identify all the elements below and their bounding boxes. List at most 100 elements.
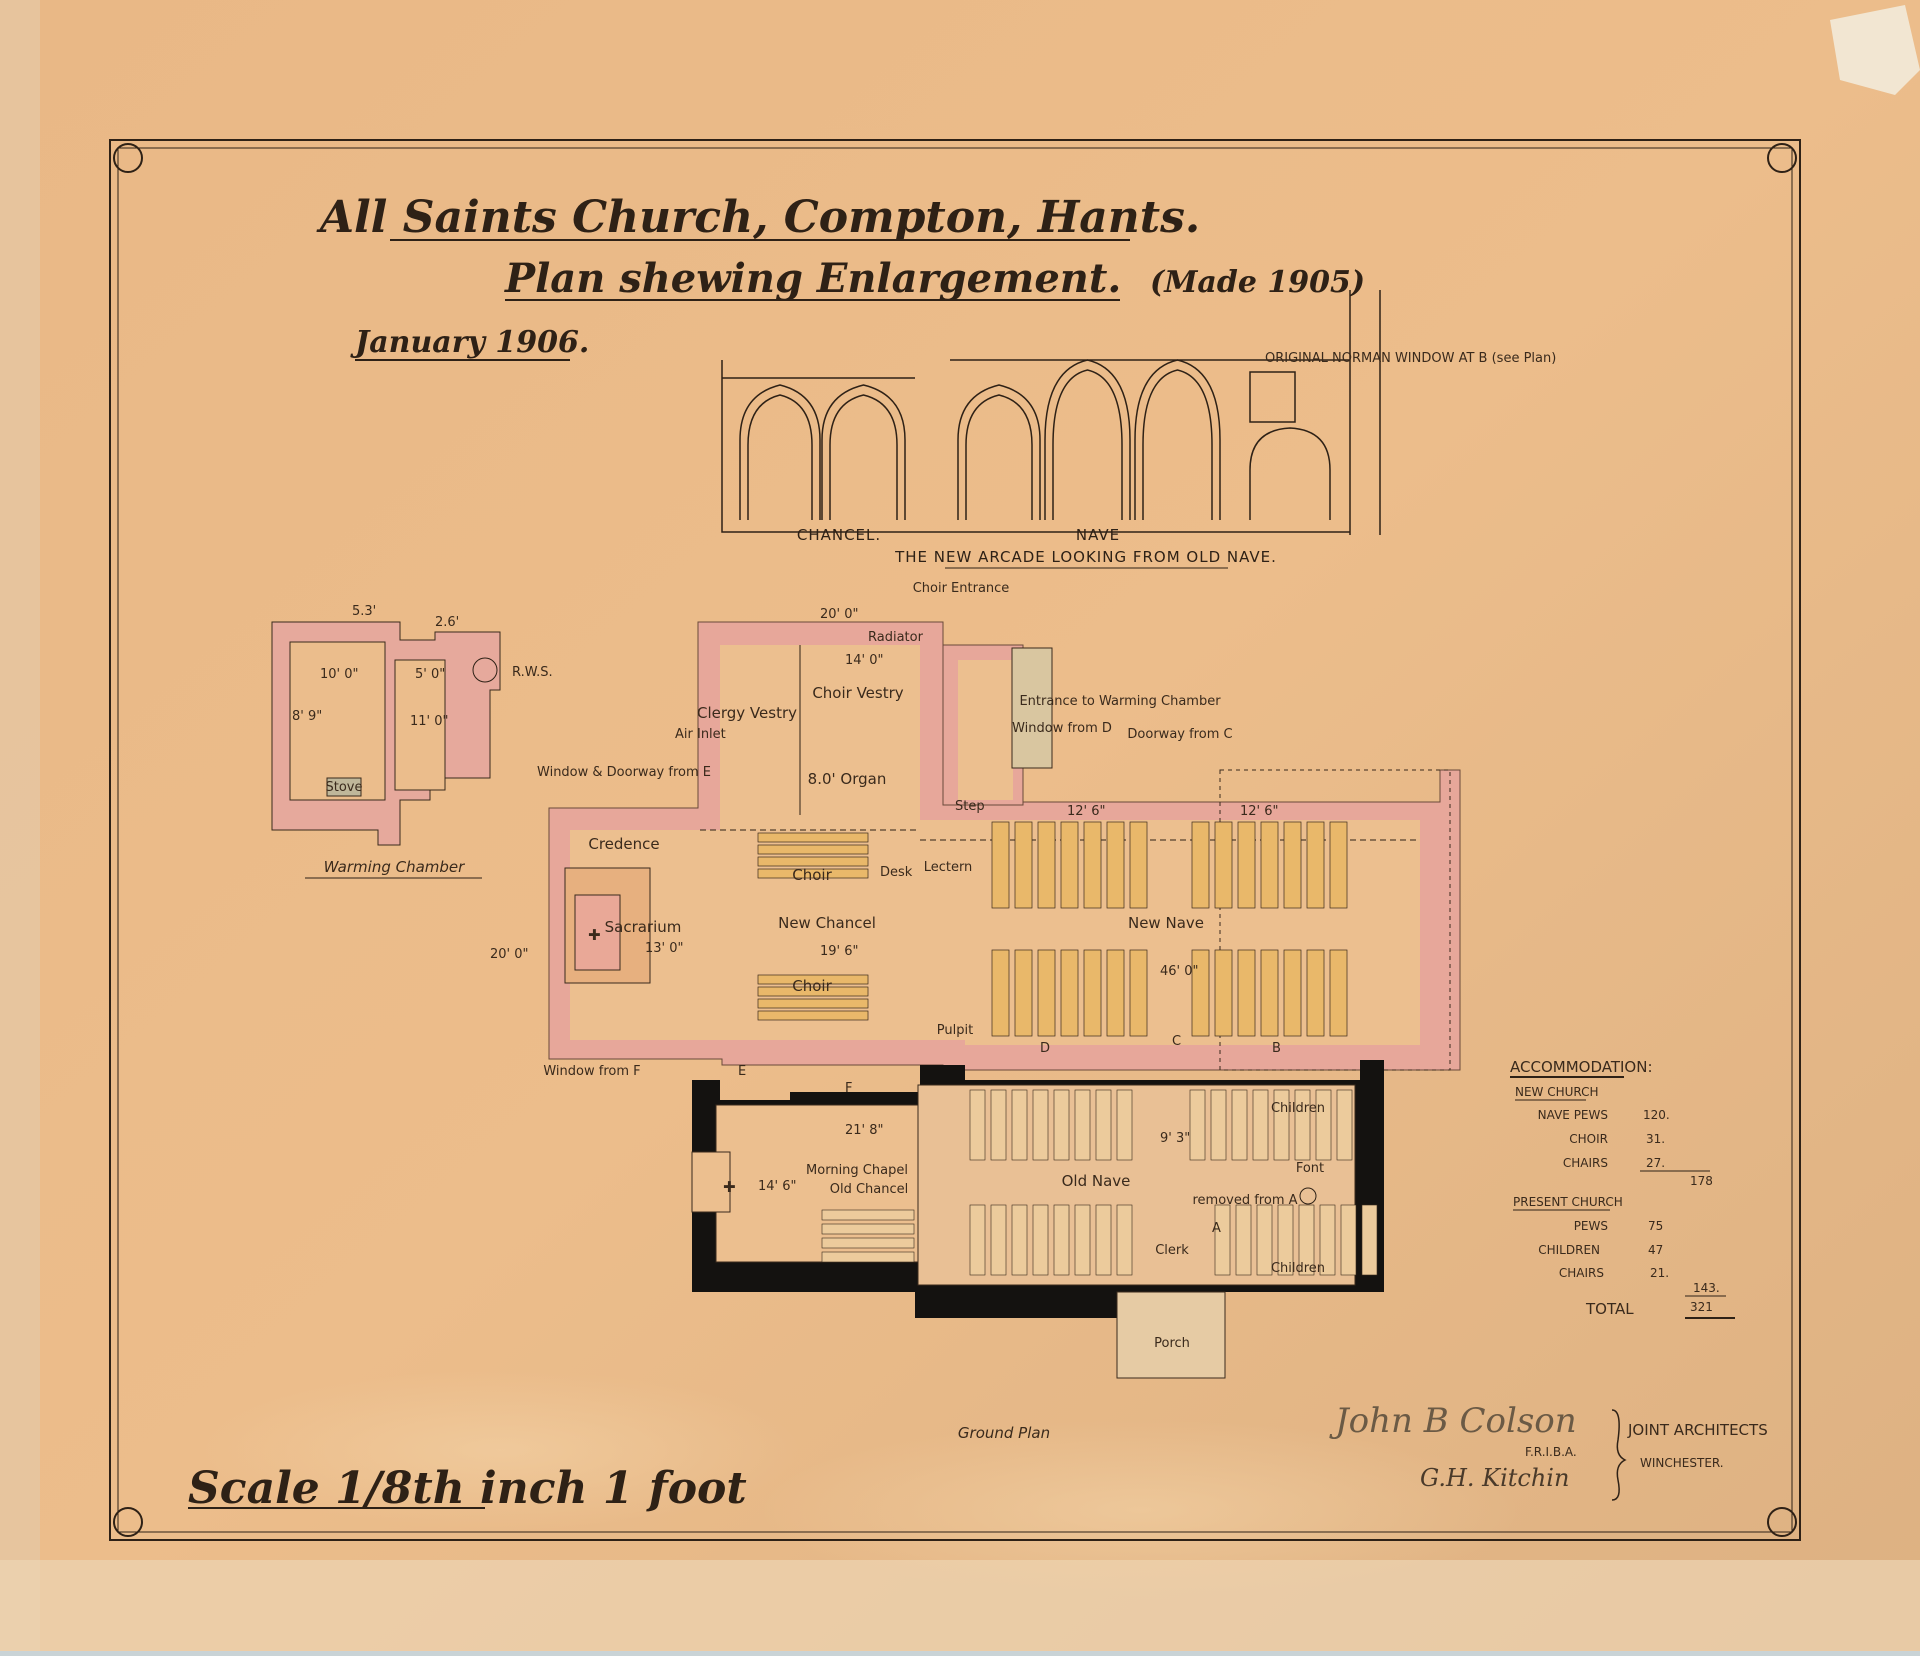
room-label: Choir — [792, 866, 832, 884]
pew — [991, 949, 1010, 1037]
made-date: (Made 1905) — [1150, 265, 1365, 300]
dimension: 21' 8" — [845, 1123, 884, 1138]
new-nave-pews — [991, 821, 1348, 1037]
pew — [1032, 1204, 1049, 1276]
arch — [739, 384, 821, 520]
accommodation-table: ACCOMMODATION: NEW CHURCH NAVE PEWS 120.… — [1510, 1058, 1735, 1319]
pew — [1298, 1204, 1315, 1276]
room-label: Pulpit — [937, 1023, 973, 1038]
subtotal: 143. — [1693, 1281, 1720, 1295]
title-line-2: Plan shewing Enlargement. — [504, 255, 1121, 302]
accommodation-heading: ACCOMMODATION: — [1510, 1058, 1653, 1076]
pew — [1053, 1089, 1070, 1161]
room-label: New Nave — [1128, 914, 1204, 932]
stair — [472, 657, 498, 683]
pew — [1283, 821, 1302, 909]
row-label: NAVE PEWS — [1538, 1108, 1608, 1122]
nave-label: NAVE — [1076, 526, 1120, 544]
scale-note: Scale 1/8th inch 1 foot — [188, 1463, 747, 1514]
porch — [1116, 1291, 1226, 1379]
pew — [1129, 821, 1148, 909]
elevation-caption: THE NEW ARCADE LOOKING FROM OLD NAVE. — [894, 548, 1277, 566]
dimension: 5.3' — [352, 604, 376, 619]
warming-chamber-plan: Stove 10' 0" 5' 0" 11' 0" 8' 9" 5.3' 2.6… — [271, 604, 553, 879]
dimension: 14' 0" — [845, 653, 884, 668]
pew — [1037, 949, 1056, 1037]
row-value: 27. — [1646, 1156, 1665, 1170]
pew — [1340, 1204, 1357, 1276]
pew — [1106, 949, 1125, 1037]
drawing-date: January 1906. — [350, 325, 589, 360]
norman-arch — [1249, 427, 1331, 520]
firm-place: WINCHESTER. — [1640, 1456, 1724, 1470]
arch — [1134, 359, 1221, 520]
pew — [1083, 949, 1102, 1037]
plan-note: Doorway from C — [1127, 727, 1232, 742]
pew — [1256, 1204, 1273, 1276]
arch-inner — [1052, 369, 1123, 520]
dimension: 19' 6" — [820, 944, 859, 959]
pew — [1074, 1089, 1091, 1161]
altar — [574, 894, 621, 971]
pew — [1336, 1089, 1353, 1161]
row-value: 31. — [1646, 1132, 1665, 1146]
pew — [1014, 949, 1033, 1037]
elevation-outline — [721, 290, 1381, 535]
plan-note: Choir Entrance — [913, 581, 1010, 596]
plan-note: Step — [955, 799, 985, 814]
pew — [1083, 821, 1102, 909]
signature-colson: John B Colson — [1329, 1401, 1577, 1441]
pew — [1214, 1204, 1231, 1276]
plan-marker: C — [1172, 1034, 1181, 1049]
pew — [1214, 821, 1233, 909]
dashed-outline — [1219, 769, 1451, 1071]
title-line-1: All Saints Church, Compton, Hants. — [316, 192, 1200, 243]
pew — [1329, 821, 1348, 909]
room-label: Old Chancel — [830, 1182, 909, 1197]
choir-stall — [757, 868, 869, 879]
pew — [1032, 1089, 1049, 1161]
arcade-elevation: ORIGINAL NORMAN WINDOW AT B (see Plan) C… — [721, 290, 1556, 569]
new-church-heading: NEW CHURCH — [1515, 1085, 1599, 1099]
chapel-bench — [821, 1251, 915, 1263]
architect-signatures: John B Colson F.R.I.B.A. G.H. Kitchin JO… — [1329, 1401, 1768, 1501]
plan-note: Radiator — [868, 630, 924, 645]
font-basin — [1299, 1187, 1317, 1205]
pew — [1260, 821, 1279, 909]
plan-labels: Clergy Vestry Choir Vestry 8.0' Organ Ch… — [490, 581, 1325, 1442]
pew — [1361, 1204, 1378, 1276]
dimension: 12' 6" — [1067, 804, 1106, 819]
plan-note: Window from F — [543, 1064, 640, 1079]
plan-marker: F — [845, 1081, 852, 1096]
choir-stall — [757, 856, 869, 867]
room-label: Choir Vestry — [812, 684, 903, 702]
pew — [1237, 821, 1256, 909]
chapel-bench — [821, 1237, 915, 1249]
arch-inner — [747, 394, 813, 520]
pew — [1237, 949, 1256, 1037]
dimension: 9' 3" — [1160, 1131, 1190, 1146]
pew — [1095, 1089, 1112, 1161]
plan-marker: D — [1040, 1041, 1050, 1056]
paper-edge — [0, 0, 40, 1651]
pew — [969, 1089, 986, 1161]
dimension: 46' 0" — [1160, 964, 1199, 979]
dimension: 10' 0" — [320, 667, 359, 682]
pew — [1235, 1204, 1252, 1276]
plan-note: Window from D — [1012, 721, 1112, 736]
arch-inner — [1142, 369, 1213, 520]
total-label: TOTAL — [1585, 1300, 1634, 1318]
pew — [1231, 1089, 1248, 1161]
pew — [1037, 821, 1056, 909]
row-value: 47 — [1648, 1243, 1663, 1257]
plan-note: Entrance to Warming Chamber — [1019, 694, 1221, 709]
pew — [1214, 949, 1233, 1037]
dimension: 8' 9" — [292, 709, 322, 724]
room-label: Choir — [792, 977, 832, 995]
pew — [1294, 1089, 1311, 1161]
choir-stall — [757, 844, 869, 855]
room-label: Children — [1271, 1261, 1325, 1276]
pew — [969, 1204, 986, 1276]
dimension: R.W.S. — [512, 665, 553, 680]
pew — [1116, 1089, 1133, 1161]
